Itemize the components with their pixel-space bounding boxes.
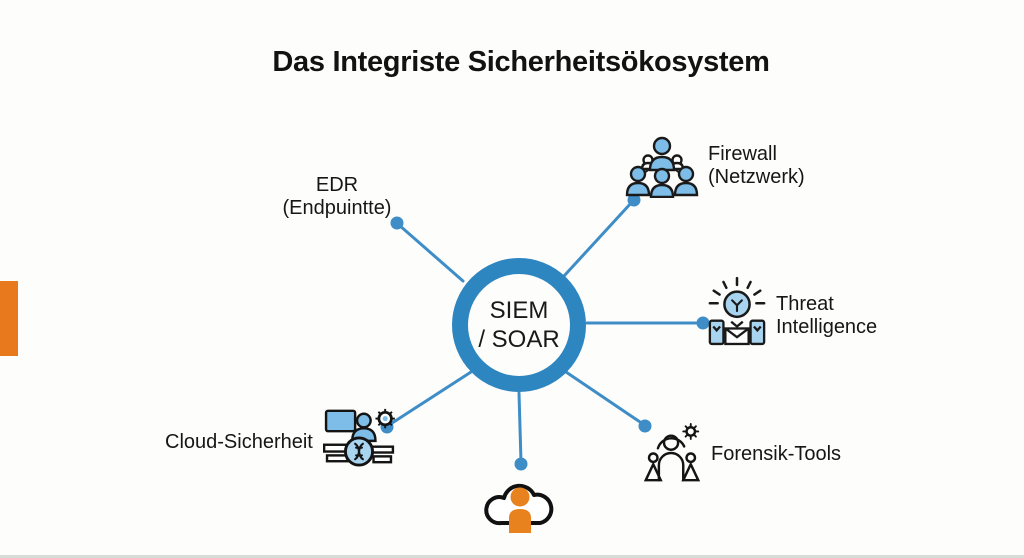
firewall-label-line2: (Netzwerk) (708, 166, 805, 188)
node-cloud-user (481, 476, 559, 534)
node-cloud-sicherheit: Cloud-Sicherheit (165, 406, 395, 468)
node-firewall: Firewall (Netzwerk) (624, 136, 805, 198)
left-accent-bar (0, 281, 18, 356)
team-network-icon (624, 136, 700, 198)
intelligence-bulb-icon (706, 276, 768, 348)
edr-label-line1: EDR (315, 174, 359, 196)
threat-label-line1: Threat (776, 293, 834, 315)
hub-label-line2: / SOAR (478, 326, 560, 353)
forensics-analyst-icon (642, 422, 702, 484)
hub-label: SIEM / SOAR (478, 296, 559, 354)
forensik-label: Forensik-Tools (711, 443, 842, 465)
threat-label-line2: Intelligence (776, 316, 878, 338)
node-threat-intelligence: Threat Intelligence (706, 276, 877, 348)
bottom-edge-strip (0, 555, 1024, 558)
cloud-security-label: Cloud-Sicherheit (165, 431, 313, 453)
cloud-monitoring-icon (322, 406, 395, 468)
hub-label-line1: SIEM (489, 297, 549, 324)
edr-label-line2: (Endpuintte) (282, 197, 392, 219)
cloud-user-icon (481, 476, 559, 534)
node-forensik-tools: Forensik-Tools (642, 422, 841, 484)
siem-soar-hub: SIEM / SOAR (452, 258, 586, 392)
diagram-title: Das Integriste Sicherheitsökosystem (272, 46, 770, 78)
node-edr: EDR (Endpuintte) (262, 174, 412, 220)
firewall-label-line1: Firewall (708, 143, 777, 165)
